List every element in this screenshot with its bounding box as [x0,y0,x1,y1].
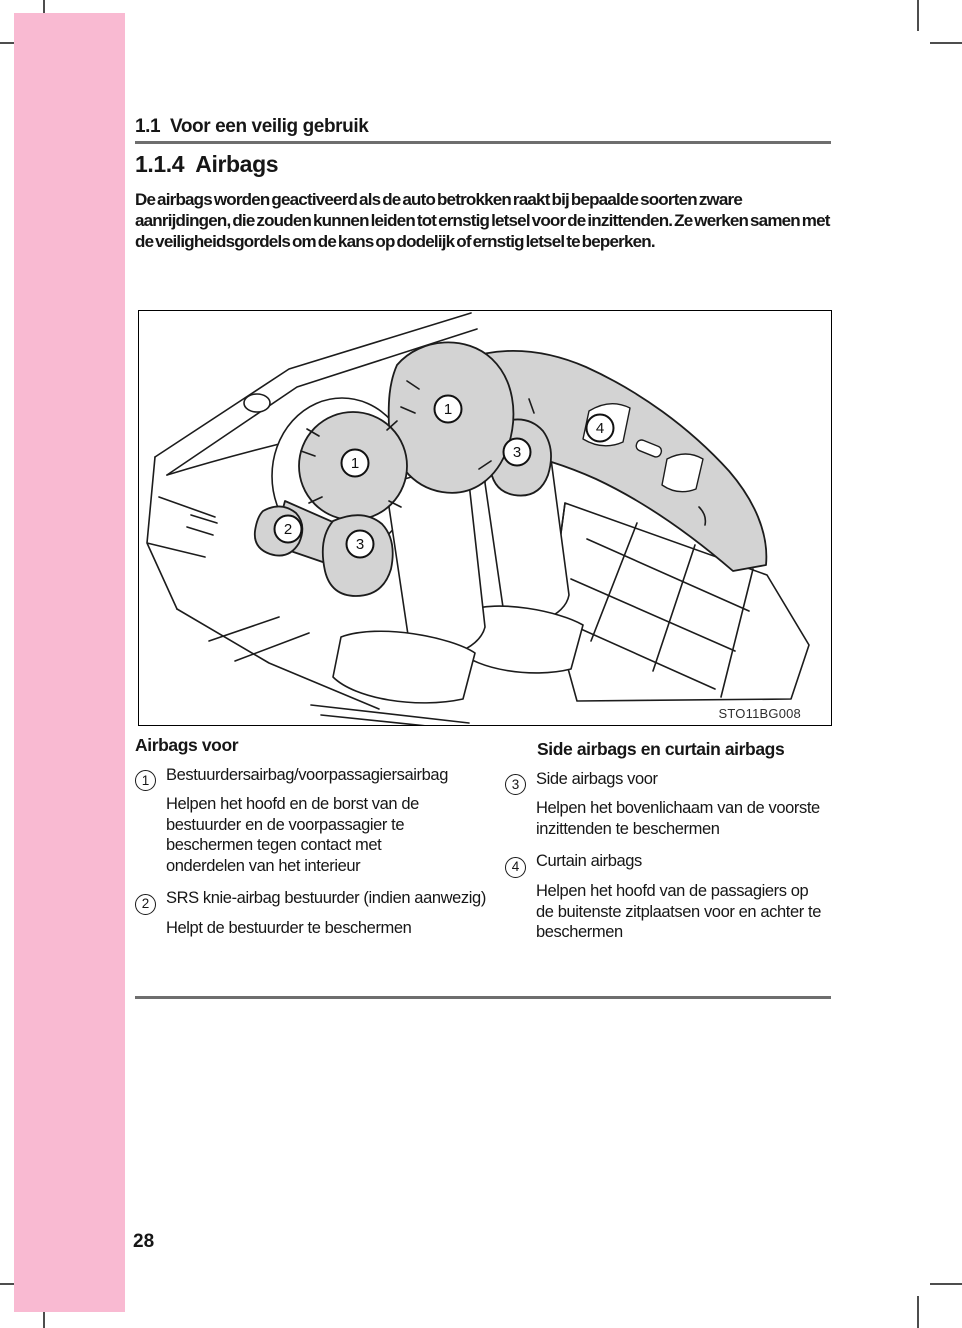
svg-text:2: 2 [284,521,292,538]
rear-bench-seat [550,502,810,702]
list-item-knee-airbag: 2 SRS knie-airbag bestuurder (indien aanw… [135,888,493,915]
callout-passenger-airbag: 1 [433,394,463,424]
item-label: Side airbags voor [536,769,658,788]
item-label: SRS knie-airbag bestuurder (indien aanwe… [166,889,486,908]
crop-mark-top-right-h [930,42,962,44]
crop-mark-bottom-right-h [930,1283,962,1285]
page-number: 28 [133,1231,155,1252]
svg-text:3: 3 [356,536,364,553]
callout-driver-airbag: 1 [340,448,370,478]
section-header-rule [135,141,831,144]
callout-knee-airbag: 2 [273,514,303,544]
item-number-badge: 1 [135,770,156,792]
callout-curtain-airbag: 4 [585,413,615,443]
svg-text:3: 3 [513,444,521,461]
section-header: 1.1 Voor een veilig gebruik [135,116,369,137]
rearview-mirror [243,393,271,413]
section-end-rule [135,996,831,999]
column-heading-front-airbags: Airbags voor [135,735,239,755]
figure-code-label: STO11BG008 [718,706,801,721]
rear-headrest-cutout [661,453,704,493]
crop-mark-bottom-left-v [43,1296,45,1328]
item-number-badge: 3 [505,774,526,796]
item-number-badge: 4 [505,857,526,878]
crop-mark-bottom-right-v [917,1296,919,1328]
callout-rear-side-airbag: 3 [502,437,532,467]
item-description: Helpen het hoofd en de borst van de best… [166,795,419,875]
item-label: Bestuurdersairbag/voorpassagiersairbag [166,765,448,784]
chapter-accent-bar [14,13,125,1312]
column-heading-side-curtain-airbags: Side airbags en curtain airbags [537,739,785,759]
grab-handle-cutout [635,439,663,458]
airbag-diagram: 1 1 2 3 3 4 [146,312,810,725]
list-item-side-airbags: 3 Side airbags voor [505,769,807,796]
side-curtain-airbags-column: Side airbags en curtain airbags 3 Side ai… [505,739,821,955]
front-airbags-column: Airbags voor 1 Bestuurdersairbag/voorpass… [135,735,493,951]
svg-text:4: 4 [596,420,604,437]
subsection-header: 1.1.4 Airbags [135,151,279,177]
item-number-badge: 2 [135,894,156,915]
item-label: Curtain airbags [536,852,642,871]
svg-text:1: 1 [351,455,359,472]
list-item-driver-passenger-airbag: 1 Bestuurdersairbag/voorpassagiersairbag [135,765,493,792]
svg-text:1: 1 [444,401,452,418]
crop-mark-top-right-v [917,0,919,31]
item-description: Helpen het hoofd van de passagiers op de… [536,882,821,941]
intro-paragraph: De airbags worden geactiveerd als de aut… [135,190,830,251]
item-description: Helpen het bovenlichaam van de voorste i… [536,799,820,838]
figure-box: 1 1 2 3 3 4 STO11BG008 [138,310,832,726]
callout-front-side-airbag: 3 [345,529,375,559]
item-description: Helpt de bestuurder te beschermen [166,919,412,937]
list-item-curtain-airbags: 4 Curtain airbags [505,851,807,878]
